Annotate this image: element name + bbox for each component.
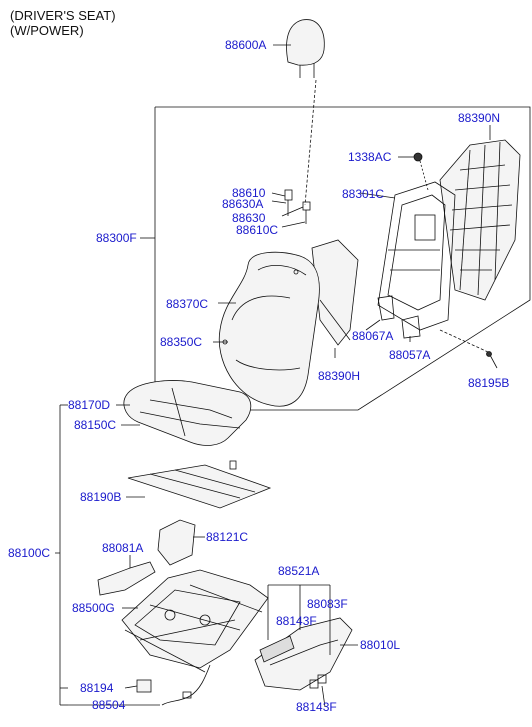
label-88143F-upper: 88143F: [276, 614, 317, 628]
label-88300F: 88300F: [96, 231, 137, 245]
label-88067A: 88067A: [352, 329, 394, 343]
label-1338AC: 1338AC: [348, 150, 392, 164]
label-88010L: 88010L: [360, 638, 401, 652]
label-88504: 88504: [92, 698, 126, 712]
label-88143F-lower: 88143F: [296, 700, 337, 714]
label-88390N: 88390N: [458, 111, 501, 125]
label-88610: 88610: [232, 186, 266, 200]
side-shield-88121C: [157, 519, 196, 566]
label-88121C: 88121C: [206, 530, 249, 544]
label-88100C: 88100C: [8, 546, 51, 560]
header-seat-type: (DRIVER'S SEAT): [10, 8, 116, 23]
headrest: [286, 19, 325, 66]
label-88390H: 88390H: [318, 369, 361, 383]
label-88630: 88630: [232, 211, 266, 225]
bolt-1338AC: [413, 152, 423, 162]
cushion-cover-88170D: [123, 380, 252, 446]
label-88610C: 88610C: [236, 223, 279, 237]
side-cover-88010L: [254, 617, 353, 691]
label-88170D: 88170D: [68, 398, 111, 412]
back-frame-88301C: [359, 181, 456, 331]
back-cover-88370C: [218, 251, 320, 407]
label-88081A: 88081A: [102, 541, 144, 555]
back-pad-88390H: [311, 239, 359, 346]
header-power-type: (W/POWER): [10, 23, 84, 38]
label-88190B: 88190B: [80, 490, 122, 504]
seat-track-88500G: [121, 569, 269, 673]
label-88500G: 88500G: [72, 601, 115, 615]
label-88350C: 88350C: [160, 335, 203, 349]
label-88194: 88194: [80, 681, 114, 695]
screw-88195B: [489, 354, 498, 369]
label-88301C: 88301C: [342, 187, 385, 201]
back-panel-88390N: [439, 125, 521, 301]
seatback-group-frame: [154, 106, 531, 411]
module-88194: [136, 679, 152, 693]
label-88150C: 88150C: [74, 418, 117, 432]
switch-knob-88143F: [259, 635, 295, 663]
label-88083F: 88083F: [307, 597, 348, 611]
bracket-88057A: [401, 315, 421, 339]
cushion-pad-88190B: [127, 460, 272, 509]
headrest-guides: [271, 189, 311, 228]
label-88195B: 88195B: [468, 376, 510, 390]
label-88370C: 88370C: [166, 297, 209, 311]
bracket-88067A: [377, 295, 395, 321]
wiring-harness-88504: [161, 664, 211, 706]
label-88057A: 88057A: [389, 348, 431, 362]
label-88600A: 88600A: [225, 38, 267, 52]
cover-88081A: [97, 561, 156, 596]
label-88521A: 88521A: [278, 564, 320, 578]
label-88630A: 88630A: [222, 197, 264, 211]
